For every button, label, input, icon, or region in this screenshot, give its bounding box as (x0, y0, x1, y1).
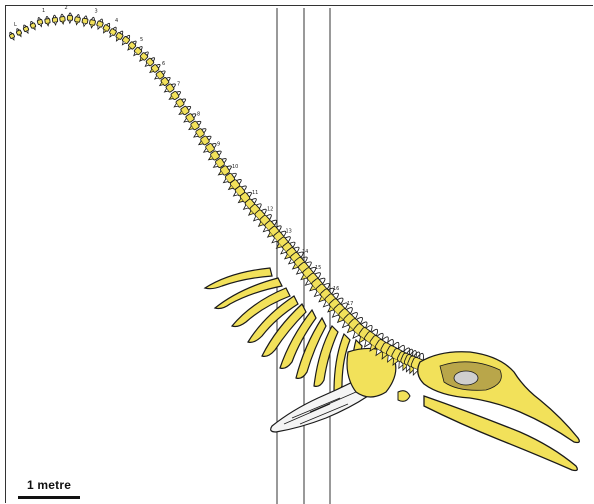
vertebra-label: 6 (162, 61, 165, 67)
vertebra (8, 31, 16, 41)
vertebra (67, 13, 73, 23)
vertebra-label: 15 (315, 265, 321, 271)
vertebra (52, 15, 58, 25)
vertebra-label: 12 (267, 207, 273, 213)
vertebra (59, 14, 65, 25)
vertebra-label: 17 (347, 301, 353, 307)
vertebra-label: 7 (177, 82, 180, 88)
vertebra-label: 8 (197, 112, 200, 118)
vertebra (15, 28, 23, 38)
vertebra-label: 3 (95, 9, 98, 15)
vertebra-label: 11 (252, 190, 258, 196)
vertebra-label: 4 (115, 18, 118, 24)
vertebra (29, 20, 37, 30)
vertebra (74, 14, 81, 25)
scale-bar (18, 496, 80, 499)
vertebra-label: 10 (232, 164, 238, 170)
vertebra-label: L (14, 22, 17, 28)
vertebra (81, 15, 88, 26)
vertebra (36, 17, 43, 27)
vertebra-label: 2 (65, 5, 68, 11)
skull (418, 352, 580, 471)
vertebra-label: 1 (42, 8, 45, 14)
vertebra-label: 13 (286, 229, 292, 235)
vertebra (89, 17, 96, 29)
hyoid-bone (398, 391, 410, 402)
scale-bar-label: 1 metre (27, 478, 71, 492)
vertebra-label: 16 (333, 286, 339, 292)
vertebra (44, 16, 50, 26)
vertebra-label: 9 (217, 142, 220, 148)
vertebral-column (8, 13, 428, 377)
vertebra (22, 24, 30, 34)
vertebra-label: 5 (140, 37, 143, 43)
vertebra-label: 14 (302, 249, 308, 255)
